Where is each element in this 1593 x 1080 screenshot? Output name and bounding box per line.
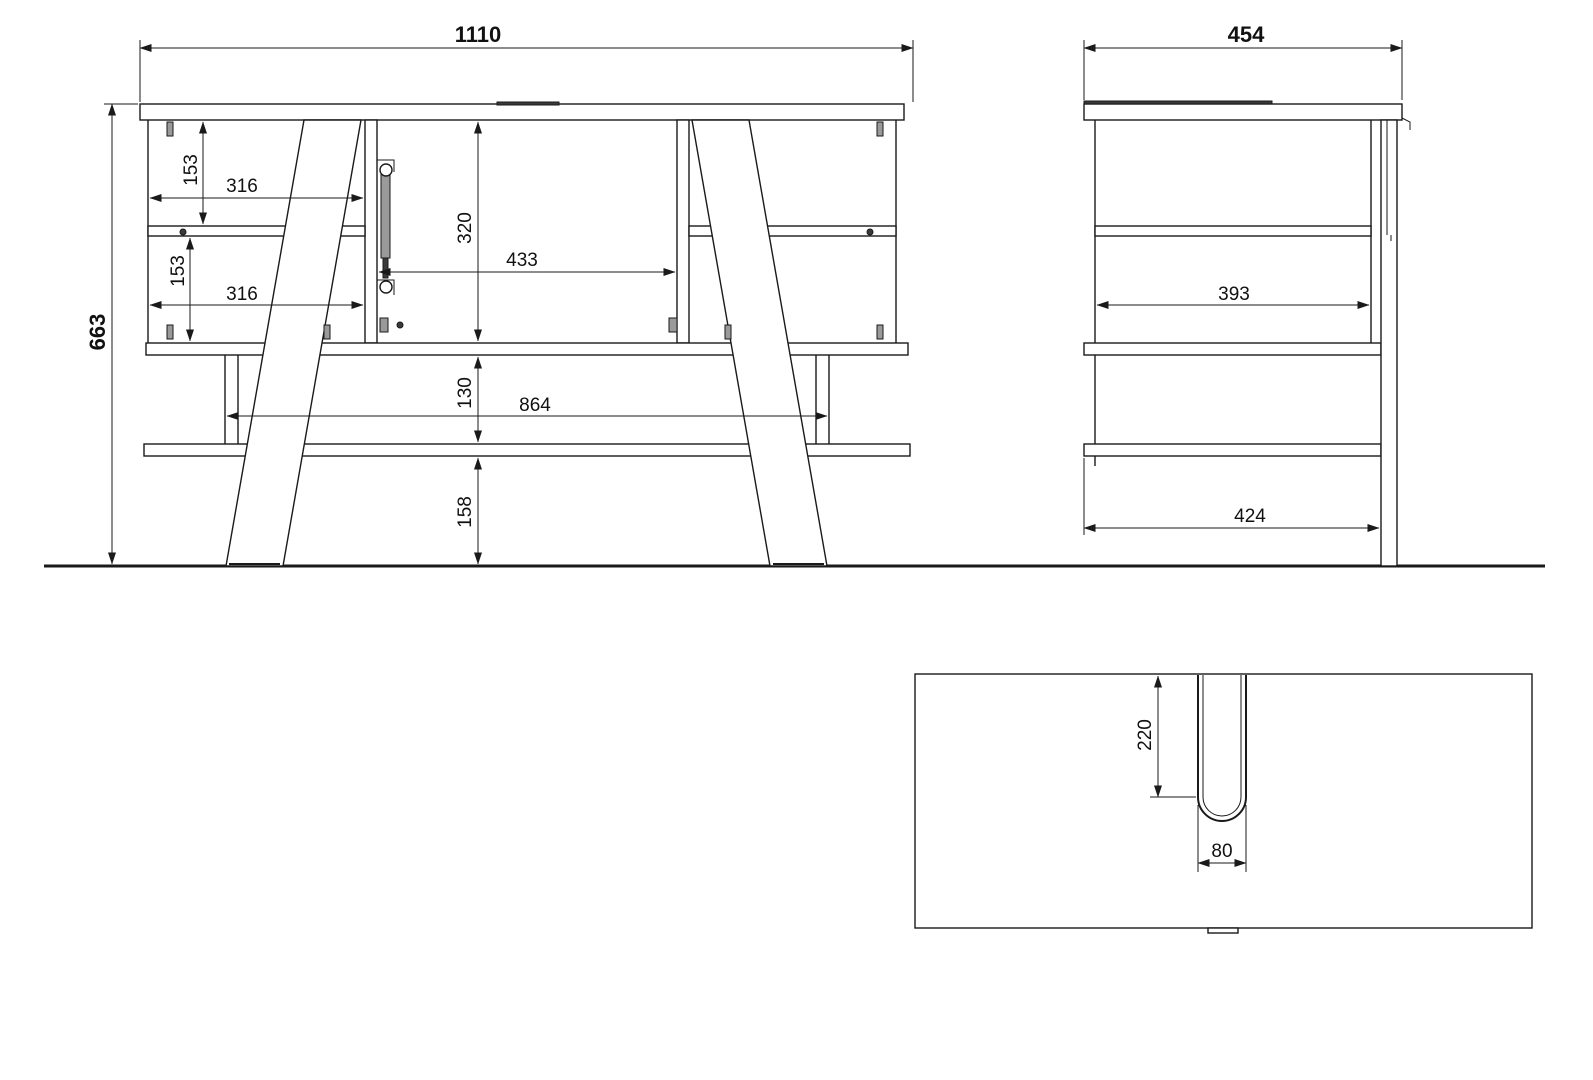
- dim-side-base-depth: 424: [1234, 506, 1266, 527]
- cable-cutout: [1197, 675, 1247, 822]
- dim-floor-clearance: 158: [455, 496, 476, 528]
- dim-overall-depth: 454: [1228, 22, 1265, 47]
- dim-lower-shelf-width: 316: [226, 284, 258, 305]
- dim-upper-shelf-height: 153: [181, 154, 202, 186]
- dim-overall-width: 1110: [455, 22, 502, 47]
- top-board: [139, 103, 905, 121]
- dim-cutout-length: 220: [1135, 719, 1156, 751]
- dim-center-height: 320: [455, 212, 476, 244]
- hinges: [166, 121, 884, 340]
- side-middle-shelf: [1094, 225, 1372, 237]
- dim-cutout-width: 80: [1211, 841, 1232, 862]
- left-middle-shelf: [147, 225, 366, 237]
- right-middle-shelf: [688, 225, 897, 237]
- plan-view: [914, 673, 1533, 934]
- top-cutout-mark: [496, 101, 560, 106]
- dim-lower-shelf-height: 153: [168, 255, 189, 287]
- dim-side-inner-depth: 393: [1218, 284, 1250, 305]
- side-top-board: [1083, 103, 1403, 121]
- plan-outline: [914, 673, 1533, 929]
- lower-open-shelf: [143, 443, 911, 457]
- cabinet-bottom-board: [145, 342, 909, 356]
- dim-upper-shelf-width: 316: [226, 176, 258, 197]
- side-leg: [1380, 119, 1398, 567]
- front-view: [139, 101, 911, 567]
- right-divider: [676, 119, 690, 344]
- side-view: [1083, 100, 1411, 567]
- dim-open-shelf-width: 864: [519, 395, 551, 416]
- dim-open-shelf-height: 130: [455, 377, 476, 409]
- dim-overall-height: 663: [85, 314, 110, 351]
- gas-strut: [377, 159, 395, 295]
- dim-center-width: 433: [506, 250, 538, 271]
- left-divider: [364, 119, 378, 344]
- side-open-shelf: [1083, 443, 1382, 457]
- side-bottom-board: [1083, 342, 1382, 356]
- dimensions: 1110 454 663 153 316 153 316 320 433 130: [85, 22, 1403, 872]
- plan-handle-tab: [1207, 927, 1239, 934]
